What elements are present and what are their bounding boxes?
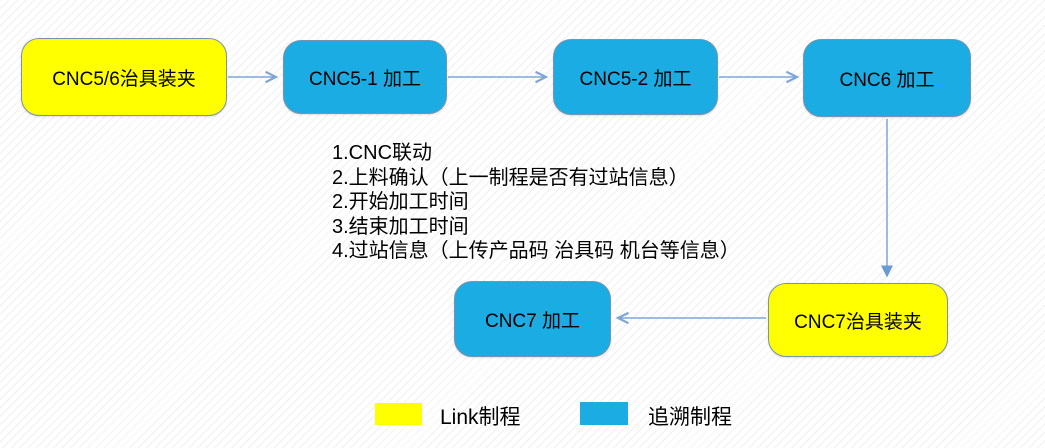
note-line: 2.上料确认（上一制程是否有过站信息） bbox=[332, 166, 689, 189]
legend-swatch-trace bbox=[580, 402, 628, 425]
node-label: CNC5-2 加工 bbox=[579, 68, 692, 90]
process-notes: 1.CNC联动 2.上料确认（上一制程是否有过站信息） 2.开始加工时间 3.结… bbox=[332, 141, 740, 264]
node-cnc6-process[interactable]: CNC6 加工 bbox=[803, 39, 971, 117]
node-label: CNC6 加工 bbox=[839, 69, 935, 91]
note-line: 4.过站信息（上传产品码 治具码 机台等信息） bbox=[332, 240, 740, 262]
note-line: 1.CNC联动 bbox=[332, 142, 433, 164]
node-label: CNC7治具装夹 bbox=[794, 311, 922, 333]
legend-label-link: Link制程 bbox=[440, 406, 521, 429]
node-label: CNC5-1 加工 bbox=[309, 68, 421, 90]
node-cnc56-fixture[interactable]: CNC5/6治具装夹 bbox=[21, 38, 227, 116]
node-cnc52-process[interactable]: CNC5-2 加工 bbox=[553, 39, 718, 115]
note-line: 2.开始加工时间 bbox=[332, 191, 469, 213]
node-label: CNC7 加工 bbox=[484, 310, 580, 332]
node-cnc7-fixture[interactable]: CNC7治具装夹 bbox=[768, 283, 948, 357]
legend-swatch-link bbox=[375, 403, 422, 425]
legend-label-trace: 追溯制程 bbox=[648, 406, 732, 429]
node-cnc51-process[interactable]: CNC5-1 加工 bbox=[283, 40, 447, 114]
node-cnc7-process[interactable]: CNC7 加工 bbox=[454, 281, 611, 357]
node-label: CNC5/6治具装夹 bbox=[52, 68, 196, 90]
note-line: 3.结束加工时间 bbox=[332, 215, 469, 238]
